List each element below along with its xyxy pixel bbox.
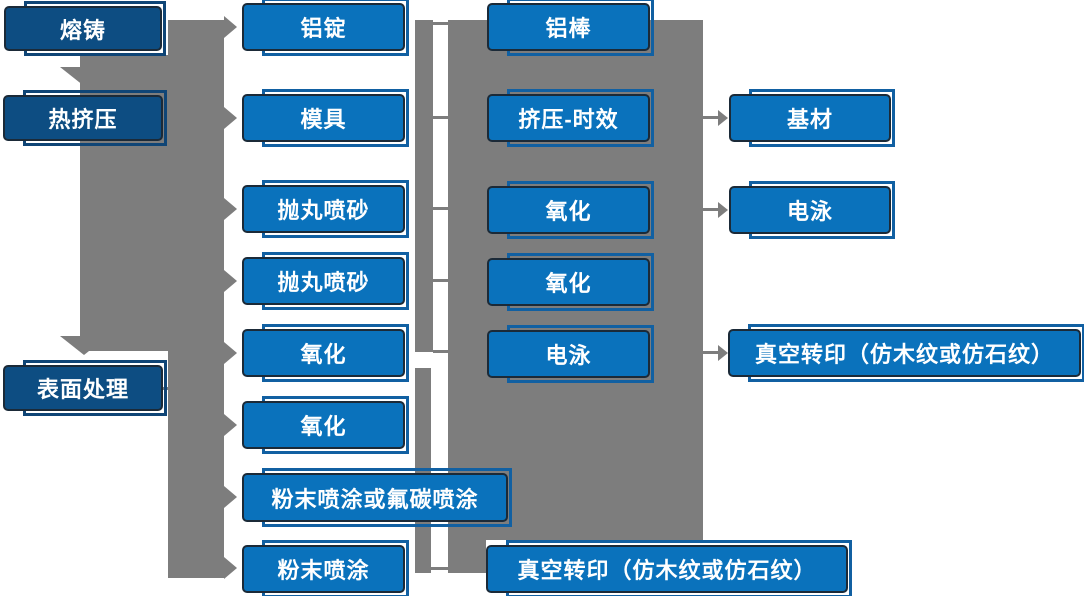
link-surface-to-bar xyxy=(163,387,177,390)
node-jiya-shixiao-label: 挤压-时效 xyxy=(487,94,650,142)
node-jicai-label: 基材 xyxy=(729,94,891,142)
arrow-to-luding-icon xyxy=(224,16,237,38)
arrow-to-fenmo-pentu-icon xyxy=(224,557,237,579)
arrow-to-paowan-1-icon xyxy=(224,198,237,220)
node-rejiya-label: 热挤压 xyxy=(3,95,163,141)
node-yanghua-1-label: 氧化 xyxy=(242,329,405,377)
node-paowan-pensha-1-label: 抛丸喷砂 xyxy=(242,185,405,233)
arrow-to-rejiya-icon xyxy=(60,67,108,86)
stub-panel-to-dianyong xyxy=(703,208,718,211)
node-yanghua-1: 氧化 xyxy=(242,324,409,382)
node-fenmo-pentu: 粉末喷涂 xyxy=(242,540,409,596)
branch-bar-middle-upper xyxy=(415,20,433,352)
node-yanghua-2-label: 氧化 xyxy=(242,401,405,449)
node-zhenkong-right-label: 真空转印（仿木纹或仿石纹） xyxy=(728,329,1081,377)
node-yanghua-2: 氧化 xyxy=(242,396,409,454)
node-dianyong-2-label: 电泳 xyxy=(729,186,891,234)
arrow-to-paowan-2-icon xyxy=(224,270,237,292)
link-bar-to-panel-row4 xyxy=(433,279,448,282)
arrow-to-jicai-icon xyxy=(718,110,728,126)
node-fenmo-pentu-label: 粉末喷涂 xyxy=(242,545,405,593)
node-jiya-shixiao: 挤压-时效 xyxy=(487,89,654,147)
node-dianyong-1: 电泳 xyxy=(487,325,654,383)
node-luding: 铝锭 xyxy=(242,0,409,56)
node-zhenkong-bottom: 真空转印（仿木纹或仿石纹） xyxy=(486,540,852,596)
node-yanghua-3: 氧化 xyxy=(487,181,654,239)
link-bar-to-panel-row5 xyxy=(433,350,448,353)
node-lubang: 铝棒 xyxy=(487,0,654,56)
node-rejiya: 热挤压 xyxy=(3,90,167,146)
arrow-to-zhenkong-right-icon xyxy=(718,345,728,361)
node-zhenkong-right: 真空转印（仿木纹或仿石纹） xyxy=(728,324,1084,382)
node-paowan-pensha-2: 抛丸喷砂 xyxy=(242,252,409,310)
node-paowan-pensha-1: 抛丸喷砂 xyxy=(242,180,409,238)
extrusion-panel-foot xyxy=(448,540,486,573)
arrow-to-fenmo-futan-icon xyxy=(224,486,237,508)
link-bar-to-panel-foot xyxy=(429,567,449,570)
node-dianyong-2: 电泳 xyxy=(729,181,895,239)
arrow-to-dianyong-2-icon xyxy=(718,202,728,218)
node-fenmo-futan-label: 粉末喷涂或氟碳喷涂 xyxy=(242,473,508,522)
arrow-to-yanghua-1-icon xyxy=(224,342,237,364)
link-bar-to-panel-row3 xyxy=(433,207,448,210)
node-rongzhu: 熔铸 xyxy=(4,1,166,56)
branch-bar-left xyxy=(168,20,224,578)
node-moju: 模具 xyxy=(242,89,409,147)
node-lubang-label: 铝棒 xyxy=(487,3,650,51)
node-luding-label: 铝锭 xyxy=(242,3,405,51)
node-paowan-pensha-2-label: 抛丸喷砂 xyxy=(242,257,405,305)
node-yanghua-3-label: 氧化 xyxy=(487,186,650,234)
arrow-to-moju-icon xyxy=(224,107,237,129)
node-moju-label: 模具 xyxy=(242,94,405,142)
stub-panel-to-zhenkong xyxy=(703,351,718,354)
node-jicai: 基材 xyxy=(729,89,895,147)
node-dianyong-1-label: 电泳 xyxy=(487,330,650,378)
arrow-to-yanghua-2-icon xyxy=(224,414,237,436)
node-yanghua-4-label: 氧化 xyxy=(487,258,650,306)
arrow-to-biaomianchuli-icon xyxy=(60,336,108,355)
node-biaomianchuli: 表面处理 xyxy=(3,360,167,416)
stub-panel-to-jicai xyxy=(703,116,718,119)
node-zhenkong-bottom-label: 真空转印（仿木纹或仿石纹） xyxy=(486,545,848,593)
link-bar-to-panel-row2 xyxy=(433,116,448,119)
node-rongzhu-label: 熔铸 xyxy=(4,6,162,51)
link-bar-to-panel-row1 xyxy=(433,22,448,25)
node-biaomianchuli-label: 表面处理 xyxy=(3,365,163,411)
node-fenmo-futan: 粉末喷涂或氟碳喷涂 xyxy=(242,468,512,527)
node-yanghua-4: 氧化 xyxy=(487,253,654,311)
